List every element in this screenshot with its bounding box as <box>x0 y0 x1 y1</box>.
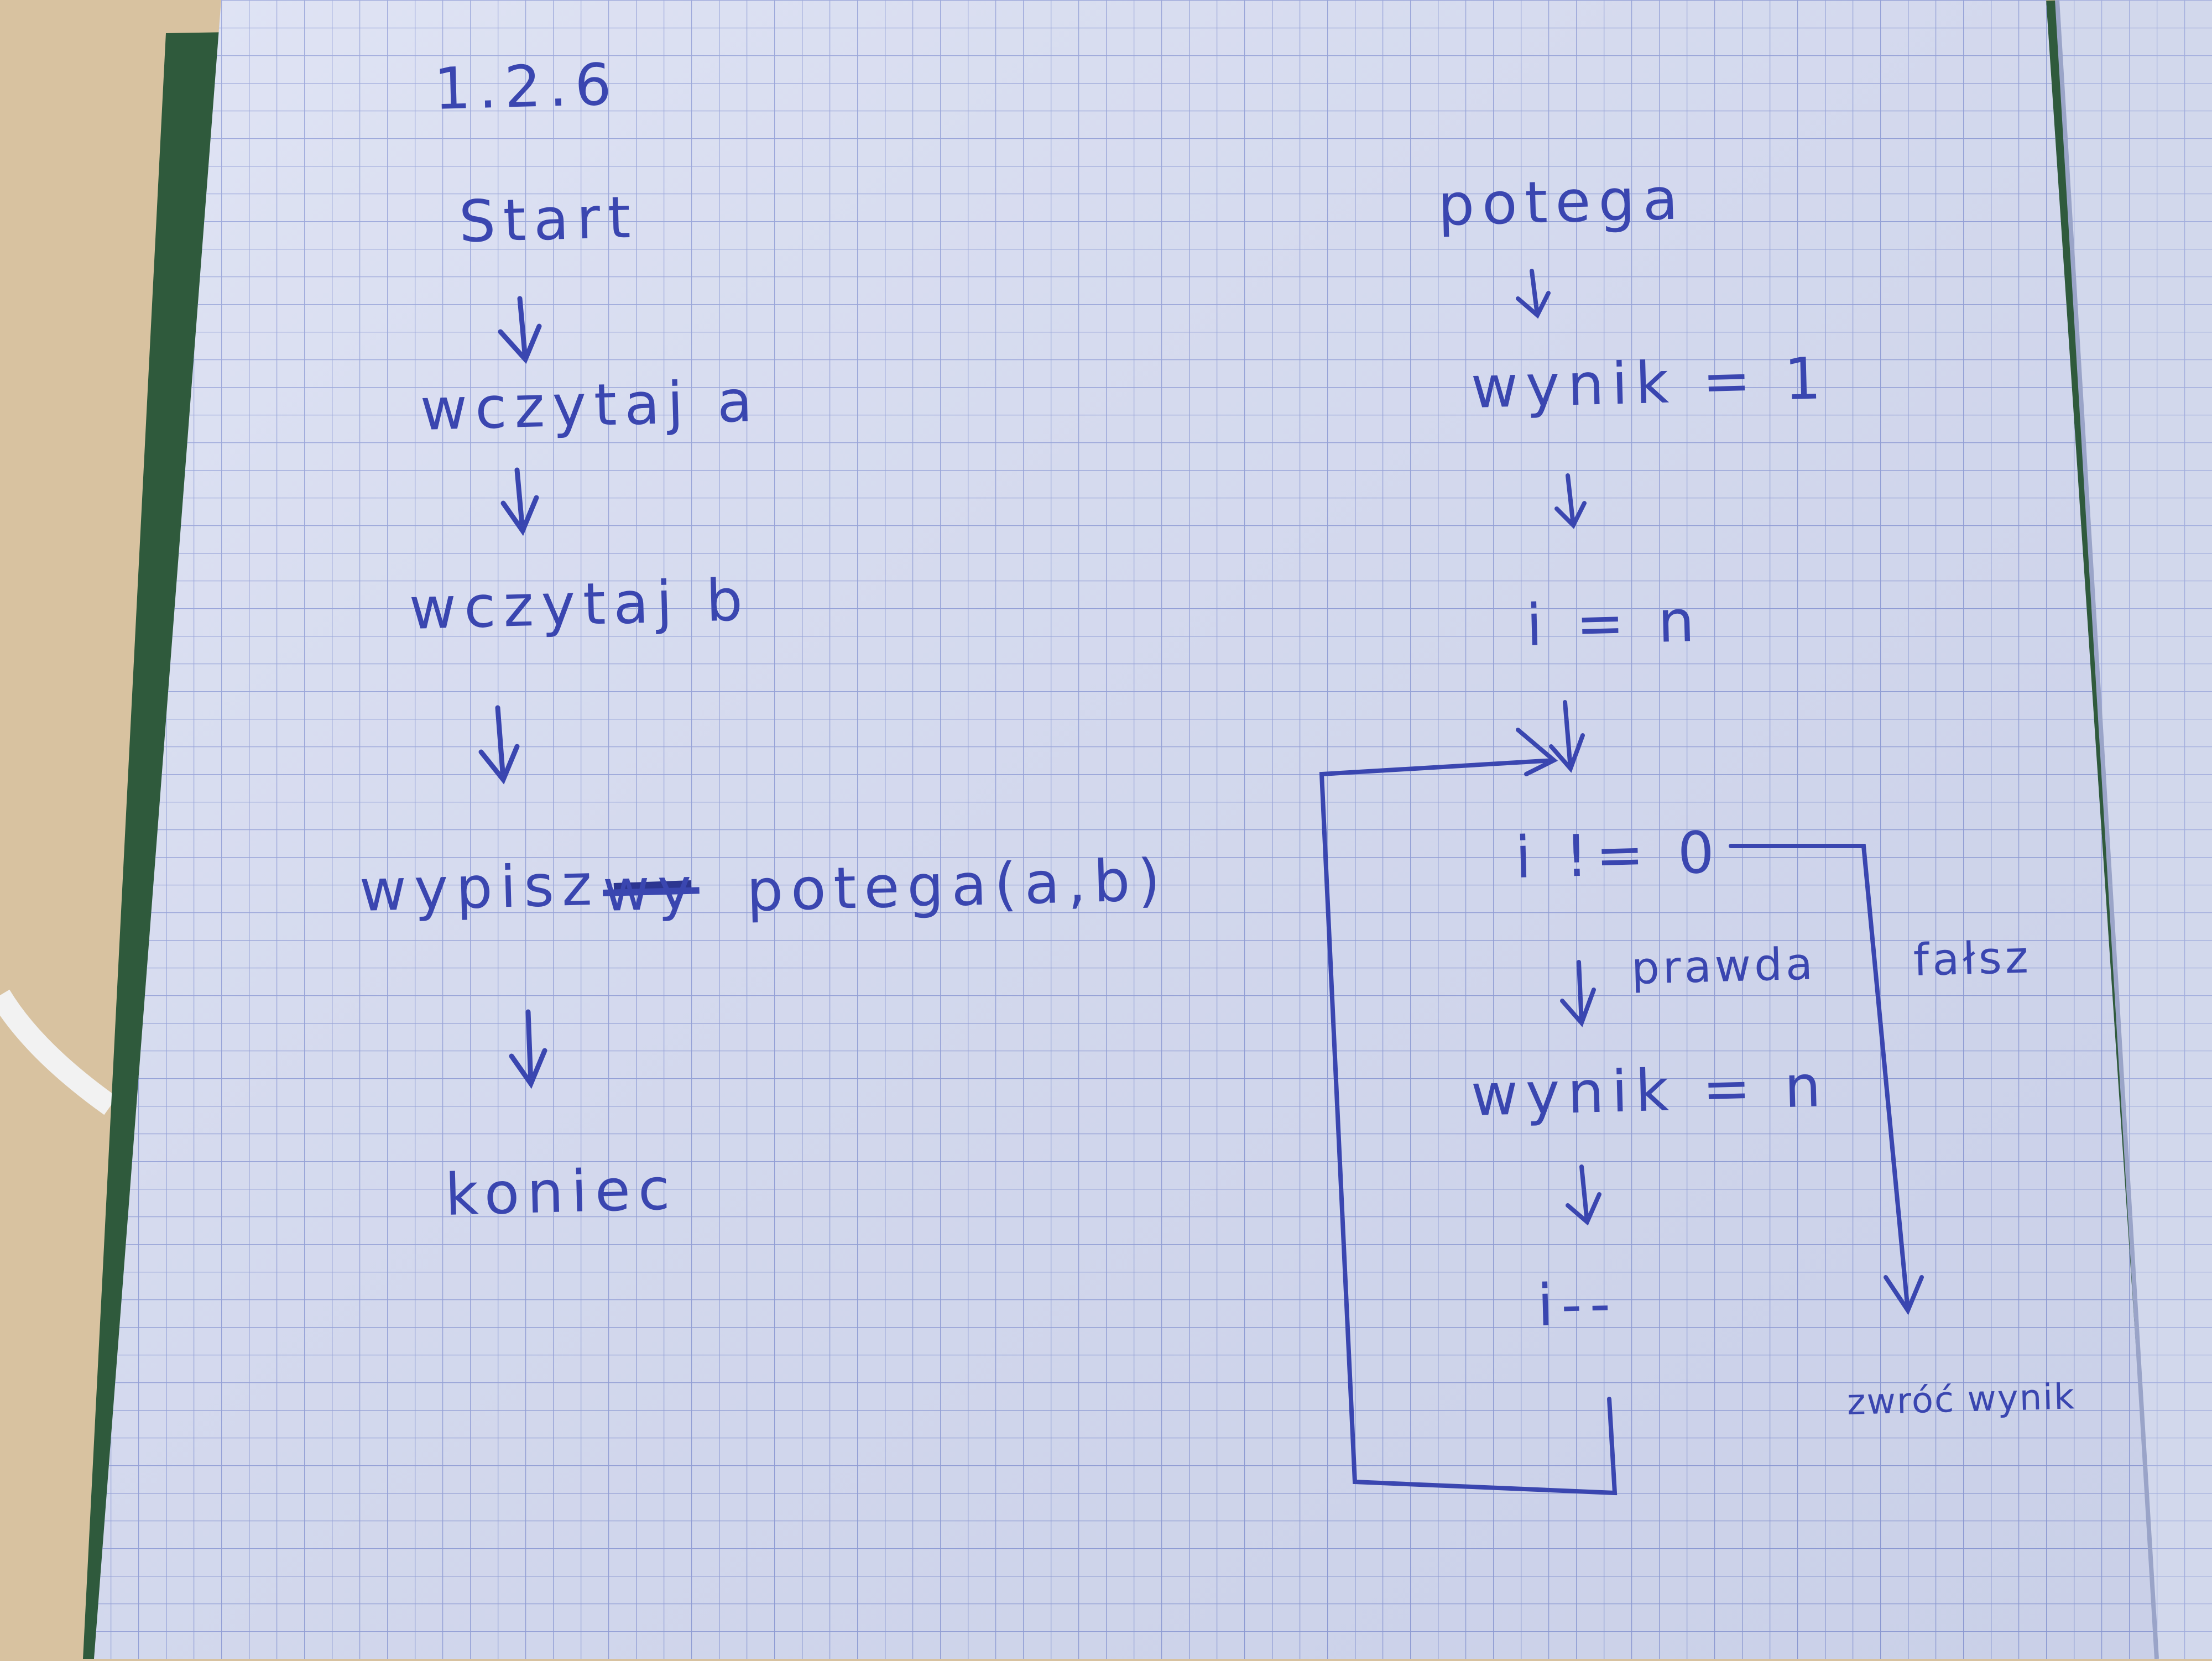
arrow-multiply-decrement <box>1566 1164 1601 1226</box>
label-true-branch: prawda <box>1630 938 1817 994</box>
cable <box>0 989 117 1115</box>
false-branch-line <box>1729 844 1924 1315</box>
node-read-b: wczytaj b <box>408 566 752 643</box>
arrow-func-result <box>1516 269 1551 319</box>
section-number: 1.2.6 <box>433 50 620 123</box>
arrow-condition-multiply <box>1560 960 1596 1027</box>
arrow-start-read-a <box>498 296 542 364</box>
arrow-print-end <box>509 1009 547 1089</box>
node-print-struck: wy <box>602 854 701 924</box>
node-multiply: wynik = n <box>1470 1052 1830 1129</box>
arrow-init-i-condition <box>1549 700 1585 773</box>
arrow-result-init-i <box>1554 473 1587 529</box>
node-start: Start <box>458 183 639 255</box>
right-arrows <box>1319 269 1924 1496</box>
left-arrows <box>478 296 547 1089</box>
node-condition: i != 0 <box>1514 818 1723 891</box>
label-false-branch: fałsz <box>1912 931 2032 986</box>
label-exit: zwróć wynik <box>1846 1376 2076 1423</box>
node-init-i: i = n <box>1525 587 1703 659</box>
node-read-a: wczytaj a <box>419 367 761 443</box>
arrow-read-b-print <box>478 705 520 785</box>
node-end: koniec <box>444 1155 679 1229</box>
node-print-call: potega(a,b) <box>745 846 1169 924</box>
arrow-read-a-read-b <box>500 467 539 536</box>
node-init-result: wynik = 1 <box>1470 344 1830 421</box>
strike-scribble <box>613 880 692 892</box>
node-func-name: potega <box>1437 165 1687 239</box>
loop-back-line <box>1319 728 1618 1496</box>
node-decrement: i-- <box>1536 1270 1619 1339</box>
node-print-label: wypisz <box>358 850 601 924</box>
